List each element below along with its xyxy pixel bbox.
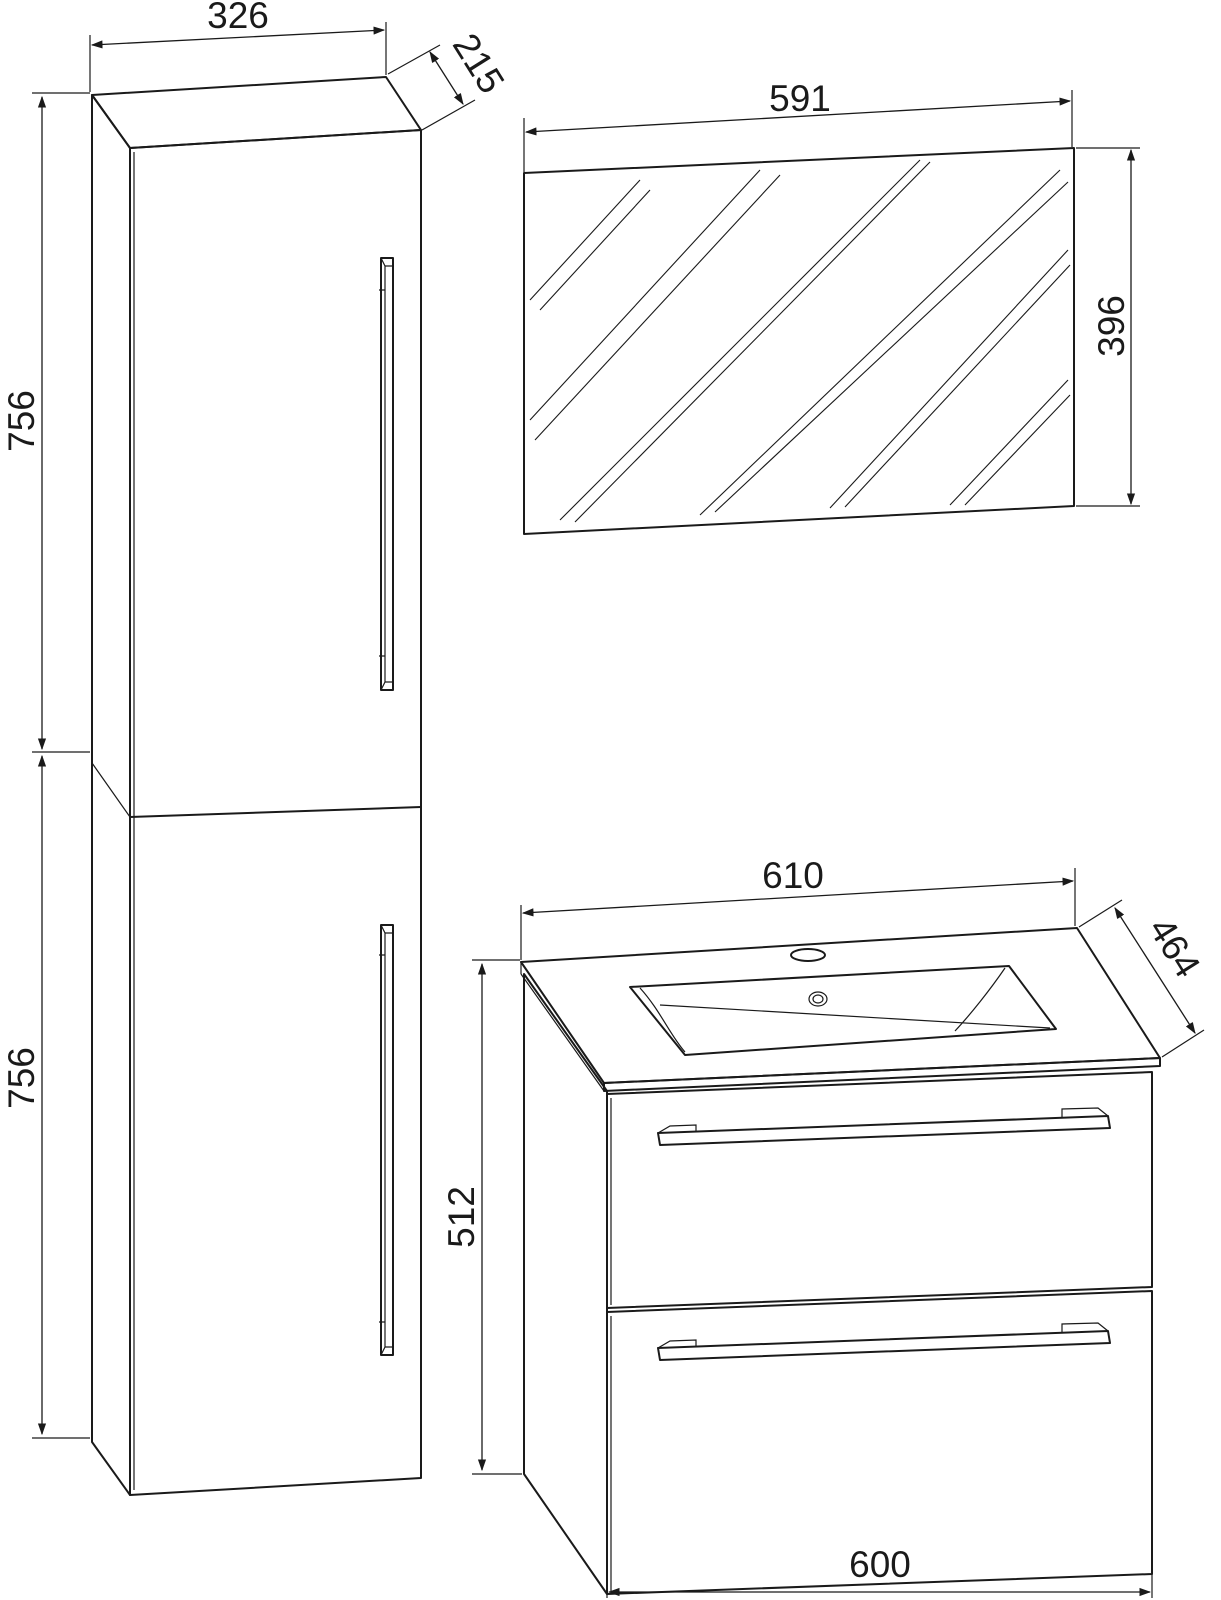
label-tall-cabinet-width: 326	[207, 0, 269, 36]
mirror-hatch-line	[534, 174, 781, 441]
door-division-line	[129, 806, 422, 818]
mirror-hatch-line	[964, 394, 1071, 506]
label-vanity-top-width: 610	[762, 855, 824, 896]
mirror-hatch-line	[829, 249, 1069, 509]
tall-cabinet-top	[91, 76, 422, 149]
tall-cabinet-front	[129, 129, 422, 1496]
tall-cabinet-side-panel	[91, 94, 131, 1496]
mirror-reflection-hatch	[529, 159, 1071, 523]
label-vanity-base-width: 600	[849, 1544, 911, 1585]
lower-drawer-handle	[657, 1322, 1111, 1361]
label-mirror-width: 591	[769, 78, 831, 119]
tall-cabinet	[91, 76, 422, 1496]
dim-vanity-base-width: 600	[606, 1540, 1153, 1598]
mirror-hatch-line	[714, 181, 1069, 513]
dim-mirror-width: 591	[523, 78, 1073, 172]
mirror	[523, 147, 1075, 535]
dim-mirror-height: 396	[1076, 147, 1140, 507]
label-tall-cabinet-lower-height: 756	[1, 1047, 42, 1109]
label-tall-cabinet-depth: 215	[445, 26, 512, 100]
label-mirror-height: 396	[1091, 295, 1132, 357]
mirror-hatch-line	[949, 379, 1069, 506]
vanity-countertop	[520, 927, 1161, 1084]
mirror-hatch-line	[844, 264, 1071, 508]
mirror-frame	[523, 147, 1075, 535]
upper-door-handle	[379, 257, 394, 691]
label-vanity-top-depth: 464	[1141, 910, 1208, 984]
dim-tall-cabinet-depth: 215	[387, 26, 512, 131]
dim-tall-cabinet-lower-height: 756	[1, 754, 90, 1439]
vanity-side-panel	[523, 973, 608, 1595]
mirror-hatch-line	[699, 169, 1061, 516]
mirror-hatch-line	[539, 189, 651, 311]
mirror-hatch-line	[574, 161, 931, 523]
dim-tall-cabinet-width: 326	[89, 0, 387, 92]
mirror-hatch-line	[559, 159, 921, 521]
side-division-line	[91, 762, 131, 818]
vanity-unit	[520, 927, 1161, 1595]
dim-vanity-top-width: 610	[520, 855, 1076, 960]
label-vanity-height: 512	[441, 1186, 482, 1248]
lower-door-handle	[379, 924, 394, 1356]
dim-tall-cabinet-upper-height: 756	[1, 92, 90, 753]
vanity-basin	[629, 965, 1057, 1056]
mirror-hatch-line	[529, 169, 761, 421]
mirror-hatch-line	[529, 179, 641, 301]
tap-hole-icon	[790, 948, 826, 962]
upper-drawer-handle	[657, 1107, 1111, 1146]
label-tall-cabinet-upper-height: 756	[1, 390, 42, 452]
drain-icon	[808, 991, 828, 1007]
dim-vanity-height: 512	[441, 959, 522, 1475]
vanity-upper-drawer	[606, 1071, 1153, 1309]
